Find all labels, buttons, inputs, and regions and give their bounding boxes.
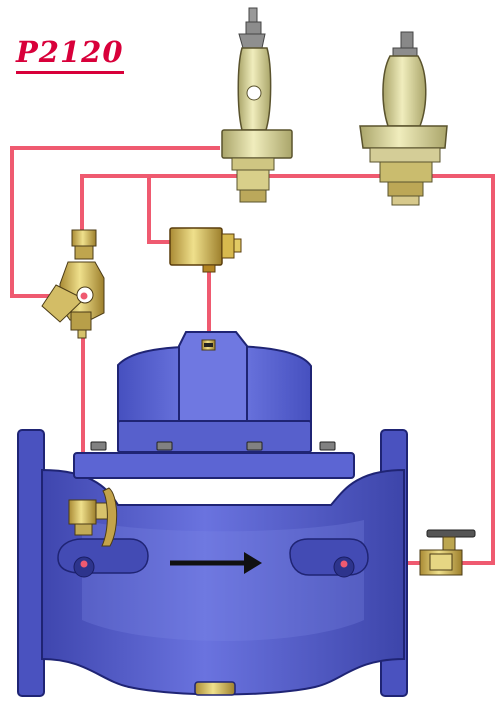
upper-bonnet-base — [73, 452, 355, 479]
main-valve-body — [41, 468, 405, 696]
pipe-solenoid-branch — [147, 174, 172, 244]
solenoid-icon — [169, 227, 242, 273]
pressure-pilot-icon — [221, 7, 293, 203]
ball-valve-icon-right — [419, 529, 476, 576]
strainer-icon — [41, 229, 105, 339]
port-dots — [80, 292, 348, 568]
port-right — [289, 538, 369, 578]
bonnet-connector — [201, 339, 216, 351]
pipe-left-loop — [10, 146, 220, 298]
ball-valve-icon-left — [68, 487, 118, 547]
bottom-drain-plug — [194, 681, 236, 696]
body-lower-highlight — [82, 520, 364, 641]
model-title: P2120 — [16, 38, 124, 74]
pipe-upper-cross — [80, 174, 495, 565]
flow-arrow-icon — [170, 552, 262, 574]
upper-bonnet-flange — [117, 420, 312, 453]
port-left — [57, 538, 149, 578]
relief-pilot-icon — [359, 31, 448, 206]
main-valve — [17, 331, 408, 697]
bolt-row — [90, 441, 336, 451]
left-flange — [17, 429, 45, 697]
